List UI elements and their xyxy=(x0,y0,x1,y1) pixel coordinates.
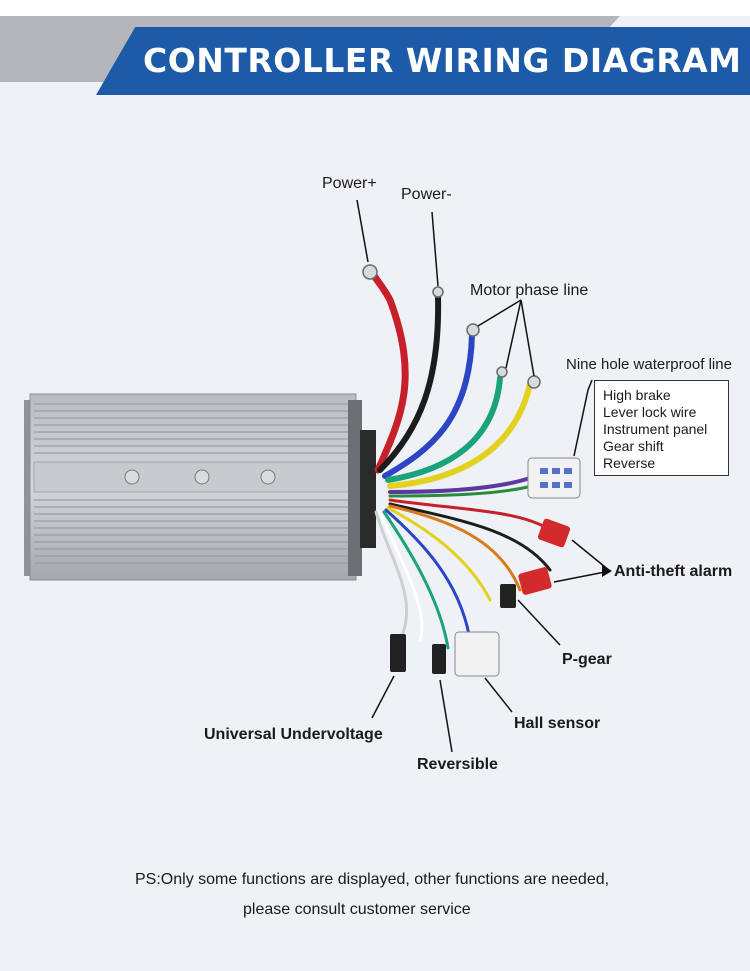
label-motor-phase-line: Motor phase line xyxy=(470,282,589,299)
wire-phase-blue xyxy=(382,331,475,479)
label-reversible: Reversible xyxy=(417,756,498,773)
label-p-gear: P-gear xyxy=(562,651,612,668)
footer-note-line1: PS:Only some functions are displayed, ot… xyxy=(135,871,610,888)
wire-phase-green xyxy=(385,375,503,483)
label-universal-undervoltage: Universal Undervoltage xyxy=(204,726,383,743)
label-power-minus: Power- xyxy=(401,186,452,203)
wire-power-plus xyxy=(368,268,409,474)
function-item: High brake xyxy=(603,387,671,403)
top-band xyxy=(0,0,750,16)
function-item: Gear shift xyxy=(603,438,664,454)
label-nine-hole: Nine hole waterproof line xyxy=(566,356,732,373)
function-item: Lever lock wire xyxy=(603,404,697,420)
ring-terminals xyxy=(362,264,541,389)
label-power-plus: Power+ xyxy=(322,175,377,192)
nine-hole-functions-box: High brake Lever lock wire Instrument pa… xyxy=(594,380,729,476)
nine-hole-connector xyxy=(527,457,581,499)
function-item: Reverse xyxy=(603,455,656,471)
hall-sensor-connector xyxy=(454,631,500,677)
reversible-connector xyxy=(432,644,446,674)
page-title: CONTROLLER WIRING DIAGRAM xyxy=(143,41,742,80)
footer-note-line2: please consult customer service xyxy=(243,901,471,918)
title-banner xyxy=(96,27,750,95)
wire-power-minus xyxy=(377,293,442,473)
universal-undervoltage-connector xyxy=(390,634,406,672)
label-hall-sensor: Hall sensor xyxy=(514,715,601,732)
wire-phase-yellow xyxy=(387,381,533,489)
label-anti-theft-alarm: Anti-theft alarm xyxy=(614,563,733,580)
anti-theft-connector-2 xyxy=(518,567,552,595)
function-item: Instrument panel xyxy=(603,421,708,437)
p-gear-connector xyxy=(500,584,516,608)
wire-bundle-nine-hole xyxy=(388,476,532,494)
anti-theft-connector-1 xyxy=(537,518,571,548)
controller-unit xyxy=(24,393,376,581)
